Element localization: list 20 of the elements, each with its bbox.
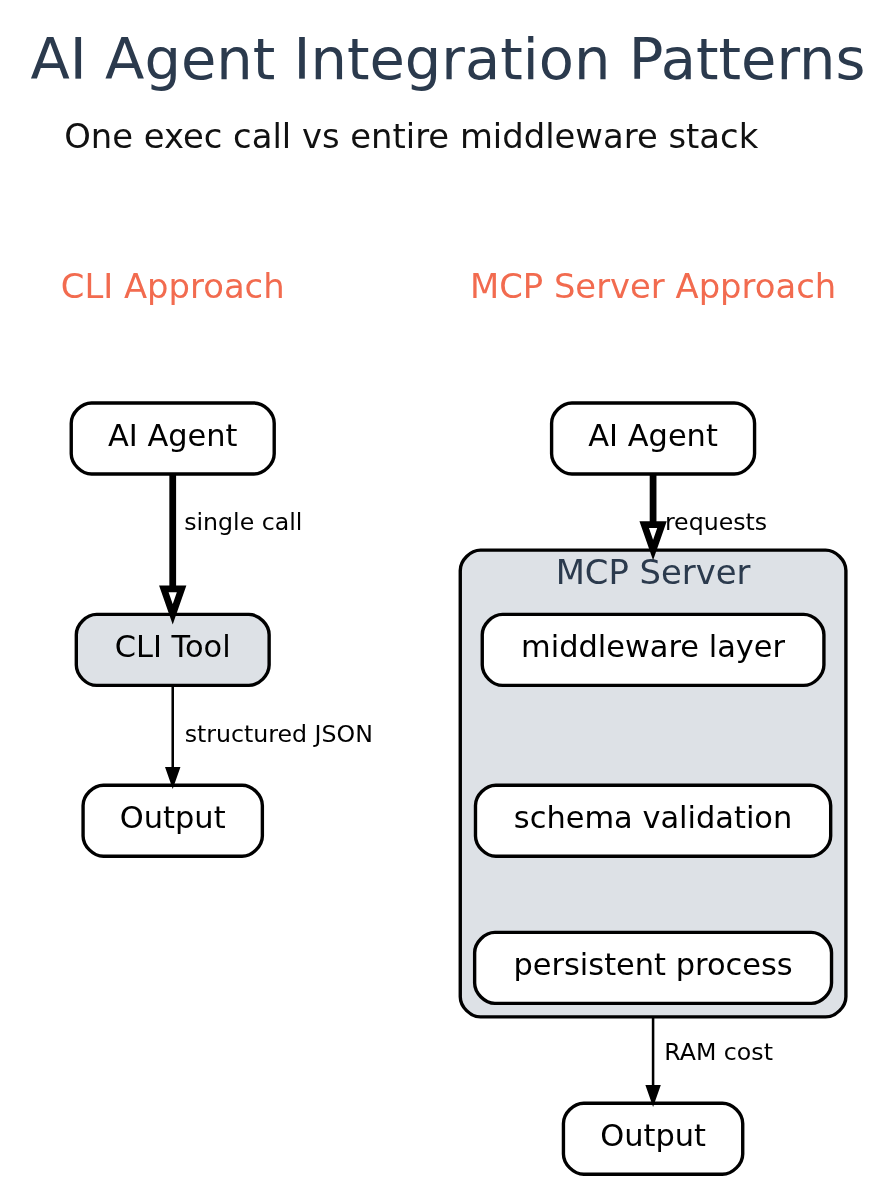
edge-label: single call: [184, 508, 303, 537]
node-box: schema validation: [473, 783, 833, 858]
label: CLI Approach: [60, 267, 285, 307]
arrow: [165, 685, 181, 790]
edge-label: structured JSON: [184, 719, 373, 748]
arrow: [645, 1016, 661, 1108]
node-box: CLI Tool: [74, 612, 271, 688]
label: MCP Server Approach: [469, 267, 837, 307]
diagram-title: AI Agent Integration Patterns: [30, 25, 866, 93]
edge-label: requests: [664, 508, 768, 537]
node-box: middleware layer: [480, 612, 826, 688]
arrow: [639, 474, 667, 561]
node-box: AI Agent: [69, 401, 276, 476]
node-box: Output: [561, 1101, 745, 1176]
node-box: AI Agent: [549, 401, 757, 476]
edge-label: RAM cost: [664, 1037, 773, 1066]
arrow: [159, 474, 187, 625]
node-box: Output: [81, 783, 265, 858]
label: One exec call vs entire middleware stack: [64, 116, 759, 156]
node-box: persistent process: [472, 930, 834, 1006]
